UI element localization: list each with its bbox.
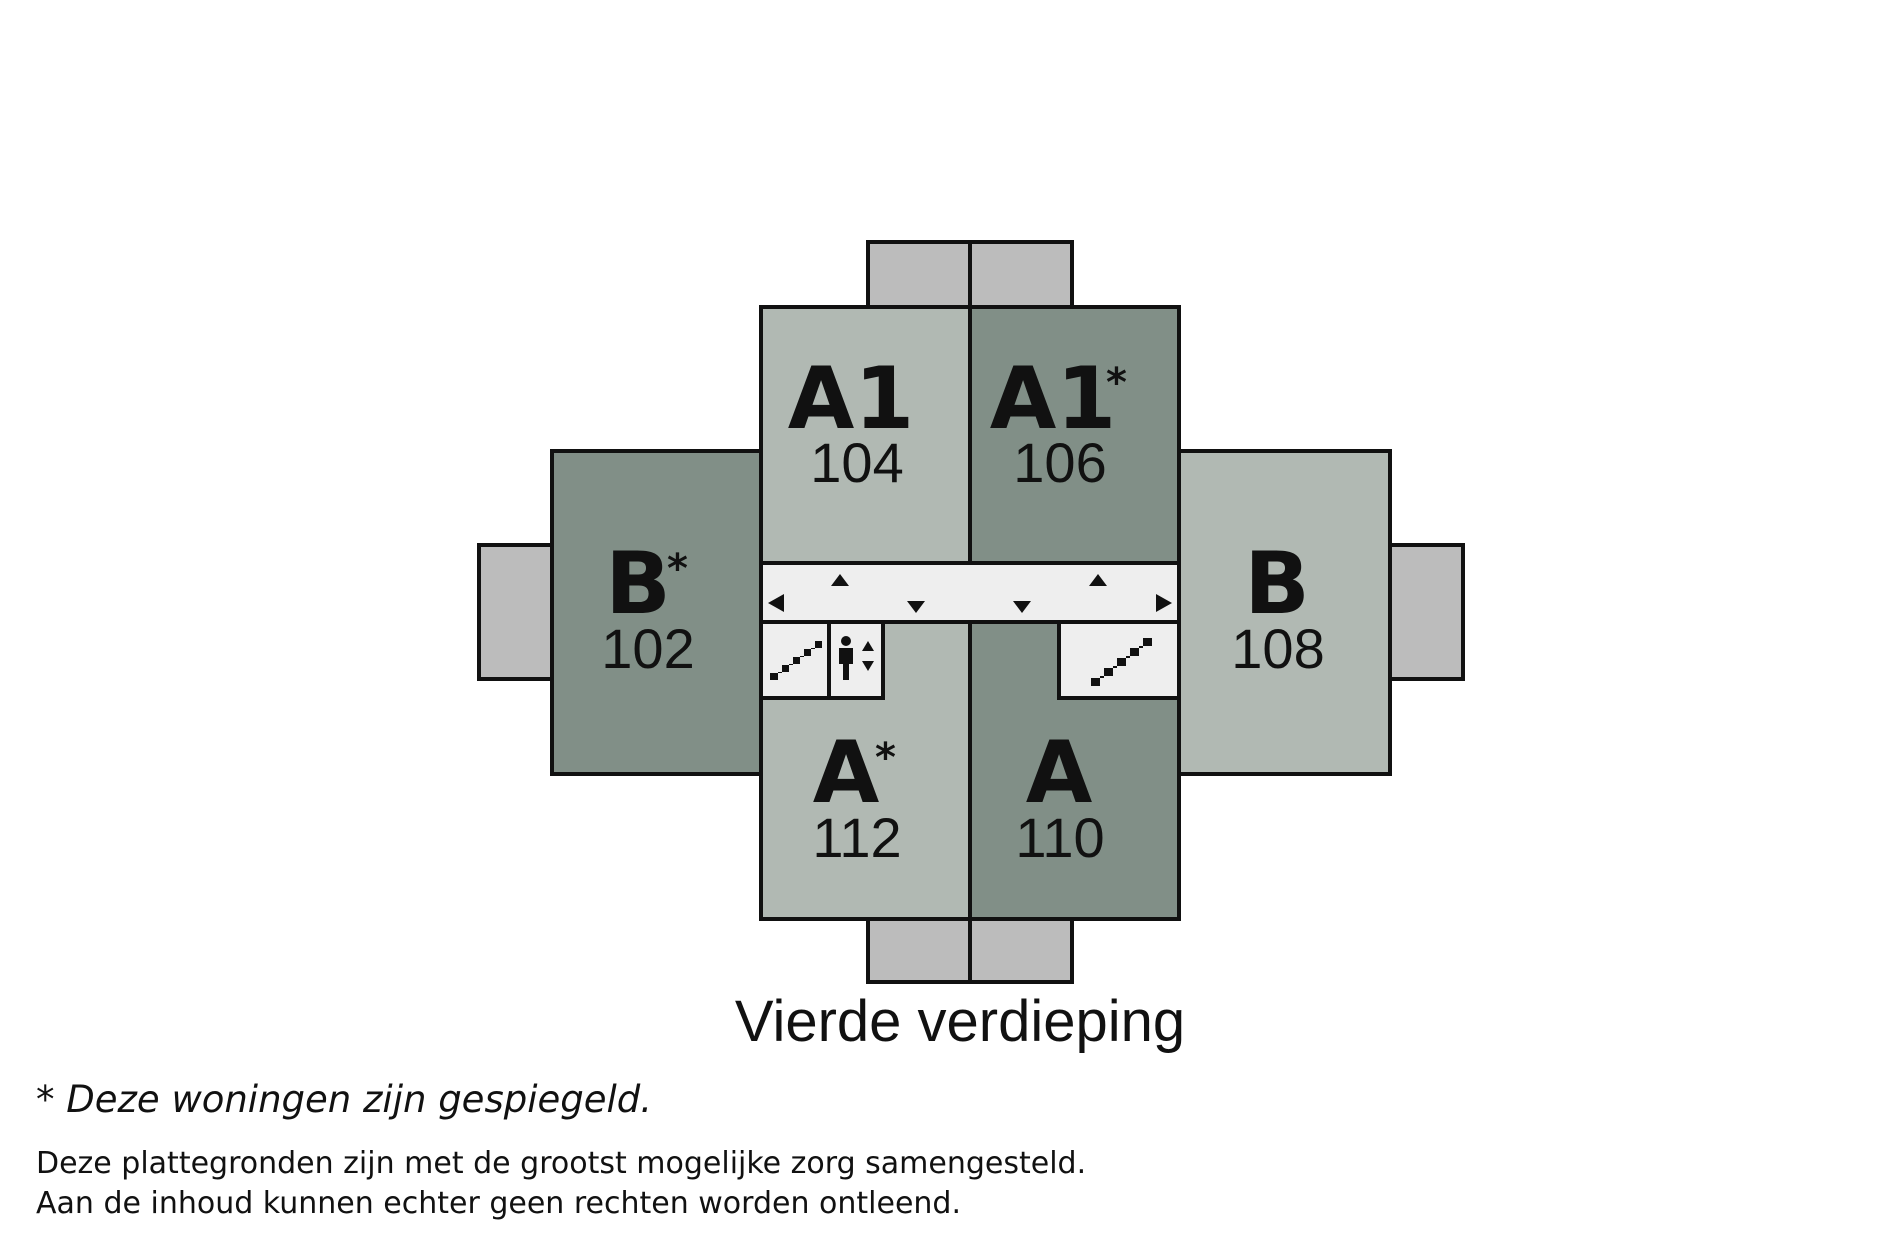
- disclaimer-line: Aan de inhoud kunnen echter geen rechten…: [36, 1186, 961, 1221]
- disclaimer-line: Deze plattegronden zijn met de grootst m…: [36, 1146, 1087, 1181]
- unit-type-label: A1: [788, 349, 914, 449]
- stairs-icon: [770, 641, 822, 680]
- unit-106[interactable]: [968, 305, 1181, 565]
- unit-type-label: A: [1026, 723, 1093, 823]
- unit-104[interactable]: [759, 305, 972, 565]
- stair-core-right: [1057, 620, 1181, 700]
- arrow-right-icon: [1156, 594, 1172, 612]
- balcony-bottom-left: [866, 915, 972, 984]
- balcony-right: [1388, 543, 1465, 681]
- mirrored-footnote: * Deze woningen zijn gespiegeld.: [36, 1078, 653, 1121]
- unit-type-label: A: [813, 723, 880, 823]
- unit-type-label: B: [605, 534, 671, 634]
- balcony-top-left: [866, 240, 972, 309]
- unit-type-label: B: [1244, 534, 1310, 634]
- balcony-left: [477, 543, 554, 681]
- stairs-icon: [1091, 638, 1152, 686]
- elevator-icon: [839, 636, 874, 680]
- unit-type-label: A1: [990, 349, 1116, 449]
- arrow-up-icon: [831, 574, 849, 586]
- unit-number: 102: [601, 617, 694, 680]
- unit-number: 106: [1013, 431, 1106, 494]
- mirrored-marker: *: [875, 735, 896, 781]
- unit-number: 104: [810, 431, 903, 494]
- mirrored-marker: *: [667, 546, 688, 592]
- unit-number: 112: [812, 806, 901, 869]
- corridor: [759, 561, 1181, 624]
- arrow-down-icon: [1013, 601, 1031, 613]
- unit-number: 110: [1015, 806, 1104, 869]
- unit-102[interactable]: [550, 449, 763, 776]
- floor-title: Vierde verdieping: [734, 989, 1186, 1054]
- arrow-down-icon: [907, 601, 925, 613]
- mirrored-marker: *: [1106, 360, 1127, 406]
- elevator-core: [827, 620, 885, 700]
- unit-number: 108: [1231, 617, 1324, 680]
- unit-108[interactable]: [1177, 449, 1392, 776]
- balcony-bottom-right: [968, 915, 1074, 984]
- arrow-up-icon: [1089, 574, 1107, 586]
- balcony-top-right: [968, 240, 1074, 309]
- arrow-left-icon: [768, 594, 784, 612]
